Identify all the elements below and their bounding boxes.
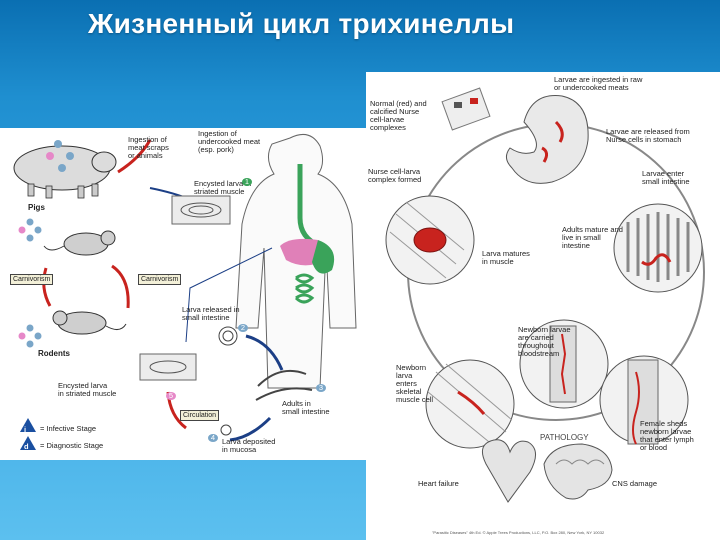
label-pathology: PATHOLOGY — [540, 433, 589, 442]
label-nurse-cell: Nurse cell-larva complex formed — [368, 167, 422, 184]
label-newborn-enters: Newborn larva enters skeletal muscle cel… — [396, 363, 434, 404]
heart-illustration — [481, 439, 536, 503]
illustrated-lifecycle-diagram: Larvae are ingested in raw or undercooke… — [366, 72, 720, 540]
label-larva-deposited: Larva deposited in mucosa — [222, 437, 276, 454]
label-matures-muscle: Larva matures in muscle — [482, 249, 530, 266]
label-newborn-carried: Newborn larvae are carried throughout bl… — [518, 325, 571, 358]
page-title: Жизненный цикл трихинеллы — [88, 8, 515, 39]
stomach-illustration — [506, 95, 589, 184]
liver — [280, 238, 318, 266]
label-normal-calcified: Normal (red) and calcified Nurse cell-la… — [370, 99, 427, 132]
label-encysted-bottom: Encysted larva in striated muscle — [58, 381, 117, 398]
label-cns-damage: CNS damage — [612, 479, 658, 488]
label-ingested: Larvae are ingested in raw or undercooke… — [554, 75, 643, 92]
skeletal-muscle-illustration — [425, 359, 515, 449]
stomach — [312, 240, 335, 274]
label-ingestion-scraps: Ingestion of meat scraps or animals — [128, 135, 169, 160]
label-carnivorism-right: Carnivorism — [138, 274, 182, 285]
label-adults-mature: Adults mature and live in small intestin… — [562, 225, 623, 250]
legend-infective: = Infective Stage — [40, 424, 97, 433]
label-rodents: Rodents — [38, 349, 70, 358]
brain-illustration — [543, 443, 613, 500]
legend-diagnostic: = Diagnostic Stage — [40, 441, 104, 450]
right-diagram-art — [385, 87, 705, 503]
cdc-lifecycle-diagram: Ingestion of meat scraps or animals Inge… — [0, 128, 366, 460]
intestine — [294, 273, 315, 304]
legend-marker-i: i — [24, 425, 27, 434]
label-released-stomach: Larvae are released from Nurse cells in … — [606, 127, 690, 144]
label-female-sheds: Female sheds newborn larvae that enter l… — [640, 419, 694, 452]
stage-marker-3: 3 — [316, 384, 326, 392]
left-diagram-art — [13, 133, 357, 450]
legend-marker-d: d — [24, 442, 29, 451]
label-pigs: Pigs — [28, 203, 45, 212]
label-credit: "Parasitic Diseases" 4th Ed. © Apple Tre… — [432, 530, 605, 535]
label-adults: Adults in small intestine — [282, 399, 330, 416]
stage-marker-2: 2 — [238, 324, 248, 332]
label-heart-failure: Heart failure — [418, 479, 459, 488]
label-ingestion-undercooked: Ingestion of undercooked meat (esp. pork… — [198, 129, 261, 154]
label-carnivorism-left: Carnivorism — [10, 274, 54, 285]
stage-marker-1: 1 — [242, 178, 252, 186]
label-enter-intestine: Larvae enter small intestine — [642, 169, 690, 186]
label-larva-released: Larva released in small intestine — [182, 305, 240, 322]
stage-marker-5: 5 — [166, 392, 176, 400]
label-circulation: Circulation — [180, 410, 220, 421]
stage-marker-4: 4 — [208, 434, 218, 442]
